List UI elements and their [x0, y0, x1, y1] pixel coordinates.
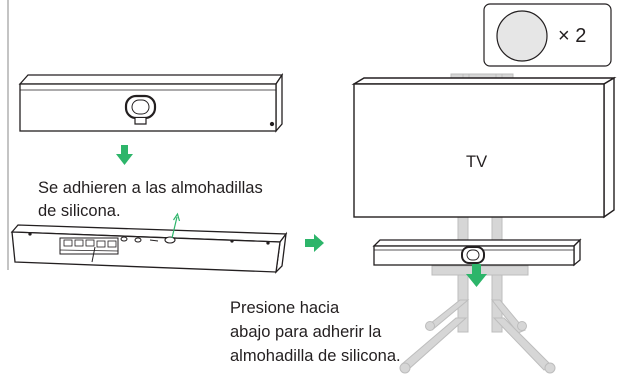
- silicone-pad-count-box: [483, 3, 612, 67]
- pad-count-label: × 2: [558, 25, 587, 47]
- silicone-pad-icon: [496, 10, 548, 62]
- soundbar-mounted: [372, 238, 582, 267]
- adhere-instruction-line1: Se adhieren a las almohadillas: [38, 179, 263, 197]
- press-instruction-line1: Presione hacia: [230, 299, 340, 317]
- tv-label: TV: [466, 153, 488, 171]
- down-arrow-press: [466, 264, 487, 287]
- press-instruction-line2: abajo para adherir la: [230, 323, 382, 341]
- adhere-instruction-line2: de silicona.: [38, 202, 121, 220]
- soundbar-front-view: [18, 72, 284, 133]
- tv-screen: [351, 76, 617, 219]
- press-instruction-line3: almohadilla de silicona.: [230, 347, 401, 365]
- soundbar-rear-view: [10, 224, 288, 274]
- pad-placement-arrow: [171, 212, 181, 239]
- right-arrow: [305, 234, 324, 252]
- down-arrow-step1: [116, 145, 133, 165]
